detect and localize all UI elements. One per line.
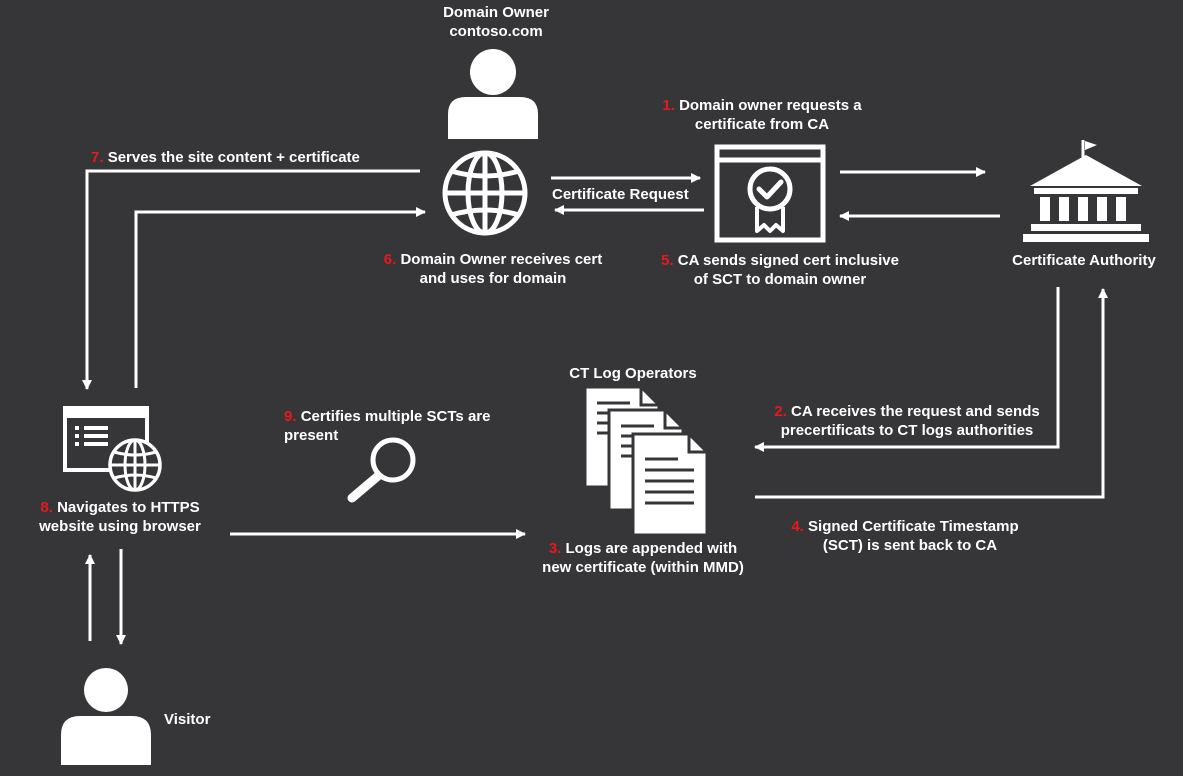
step-6-label: 6. Domain Owner receives cert and uses f… — [383, 251, 603, 287]
domain-owner-domain: contoso.com — [449, 23, 543, 40]
domain-owner-title: Domain Owner contoso.com — [426, 3, 566, 41]
step-1-label: 1. Domain owner requests a certificate f… — [662, 97, 862, 133]
visitor-label: Visitor — [164, 711, 211, 728]
step-3-label: 3. Logs are appended with new certificat… — [542, 540, 744, 576]
arrow-browser-to-owner — [134, 207, 426, 388]
certificate-request-label: Certificate Request — [552, 186, 689, 203]
certificate-icon — [714, 144, 826, 243]
step-8-label: 8. Navigates to HTTPS website using brow… — [39, 499, 201, 535]
flow-arrows — [82, 167, 1108, 645]
globe-icon — [442, 150, 528, 236]
visitor-person-icon — [61, 668, 151, 765]
certificate-authority-label: Certificate Authority — [1012, 252, 1156, 269]
step-5-label: 5. CA sends signed cert inclusive of SCT… — [661, 252, 899, 288]
ct-log-operators-label: CT Log Operators — [569, 365, 697, 382]
arrow-owner-to-browser — [82, 169, 420, 390]
bank-building-icon — [1023, 140, 1149, 242]
domain-owner-person-icon — [448, 49, 538, 139]
documents-stack-icon — [583, 385, 709, 537]
step-4-label: 4. Signed Certificate Timestamp (SCT) is… — [791, 518, 1019, 554]
step-2-label: 2. CA receives the request and sends pre… — [774, 403, 1040, 439]
arrow-ca-to-logs — [754, 287, 1060, 452]
arrow-logs-to-ca — [755, 288, 1108, 499]
browser-window-icon — [63, 406, 162, 492]
magnifier-icon — [347, 437, 416, 503]
step-7-label: 7. Serves the site content + certificate — [91, 149, 360, 166]
step-9-label: 9. Certifies multiple SCTs are present — [284, 408, 491, 444]
